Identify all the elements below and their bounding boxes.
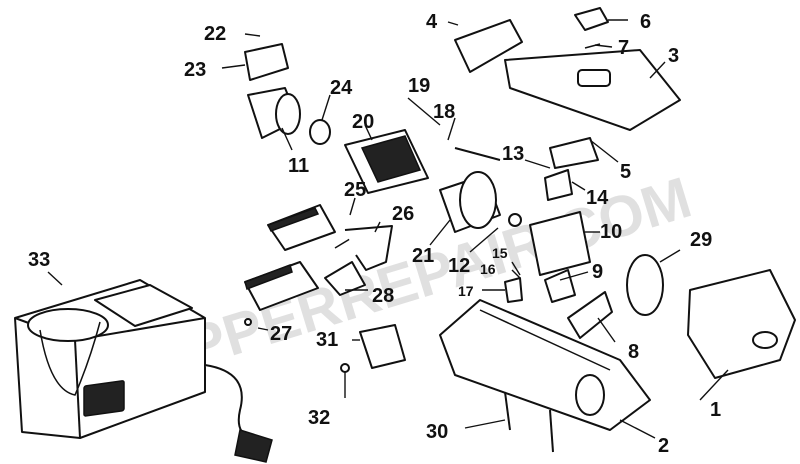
label-27: 27 — [270, 323, 292, 345]
label-9: 9 — [592, 261, 603, 283]
label-11: 11 — [288, 155, 309, 177]
label-25: 25 — [344, 179, 366, 201]
label-7: 7 — [618, 37, 629, 59]
label-33: 33 — [28, 249, 50, 271]
charging-stand-part — [14, 279, 273, 463]
label-19: 19 — [408, 75, 430, 97]
label-6: 6 — [640, 11, 651, 33]
label-5: 5 — [620, 161, 631, 183]
label-22: 22 — [204, 23, 226, 45]
label-21: 21 — [412, 245, 434, 267]
label-31: 31 — [316, 329, 338, 351]
blade-part — [244, 204, 393, 326]
part-labels: 1 2 3 4 5 6 7 8 9 10 11 12 13 14 15 16 1… — [28, 11, 721, 457]
label-3: 3 — [668, 45, 679, 67]
label-26: 26 — [392, 203, 414, 225]
label-17: 17 — [458, 283, 474, 299]
label-29: 29 — [690, 229, 712, 251]
motor-part — [344, 129, 522, 233]
blade-drive-part — [244, 43, 331, 145]
label-14: 14 — [586, 187, 609, 209]
leader-lines — [47, 19, 729, 439]
label-32: 32 — [308, 407, 330, 429]
label-18: 18 — [433, 101, 455, 123]
label-13: 13 — [502, 143, 524, 165]
label-1: 1 — [710, 399, 721, 421]
label-12: 12 — [448, 255, 470, 277]
battery-part — [567, 254, 796, 379]
label-15: 15 — [492, 245, 508, 261]
label-24: 24 — [330, 77, 353, 99]
label-30: 30 — [426, 421, 448, 443]
label-10: 10 — [600, 221, 622, 243]
label-28: 28 — [372, 285, 394, 307]
label-2: 2 — [658, 435, 669, 457]
label-8: 8 — [628, 341, 639, 363]
lower-housing-part — [340, 299, 651, 453]
label-4: 4 — [426, 11, 438, 33]
label-23: 23 — [184, 59, 206, 81]
label-16: 16 — [480, 261, 496, 277]
upper-housing-part — [454, 7, 681, 131]
label-20: 20 — [352, 111, 374, 133]
